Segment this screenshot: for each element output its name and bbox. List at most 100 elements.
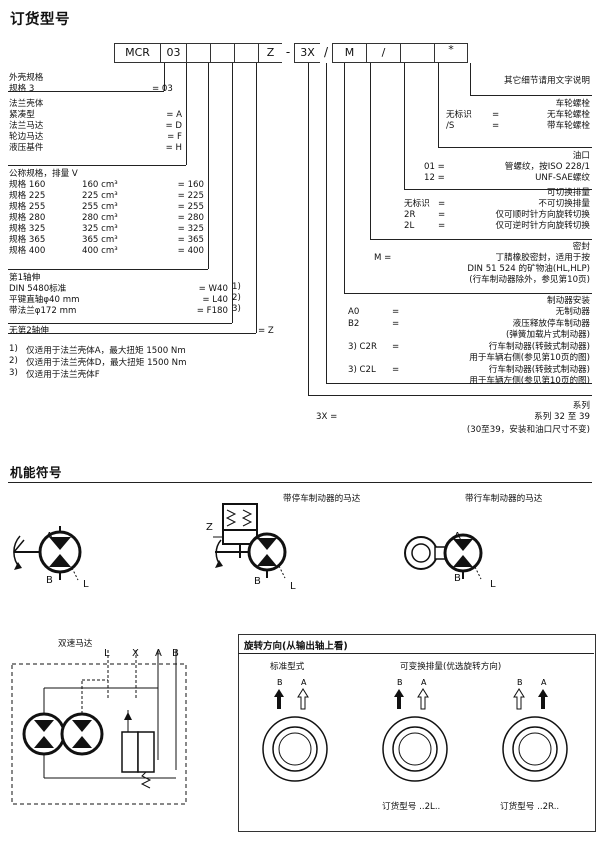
brake-code: 3) C2R xyxy=(348,341,377,352)
rotation-2l-diagram: B A xyxy=(382,678,448,782)
footnote-mark: 2) xyxy=(9,356,18,366)
series-range: 系列 32 至 39 xyxy=(534,412,590,422)
code-box xyxy=(234,43,258,63)
brake-code: A0 xyxy=(348,307,360,317)
brake-desc: 用于车辆左侧(参见第10页的图) xyxy=(469,376,590,386)
footnote-text: 仅适用于法兰壳体A，最大扭矩 1500 Nm xyxy=(26,346,186,356)
displacement-size: 规格 365 xyxy=(9,235,46,245)
motor-symbol xyxy=(13,526,82,581)
compact-label: 紧凑型 xyxy=(9,110,35,120)
displacement-size: 规格 255 xyxy=(9,202,46,212)
brake-desc: 无制动器 xyxy=(555,307,590,317)
svg-text:A: A xyxy=(301,678,307,687)
symbols-title: 机能符号 xyxy=(10,465,63,480)
brake-eq: = xyxy=(392,364,400,375)
displacement-size: 规格 400 xyxy=(9,246,46,256)
series-heading: 系列 xyxy=(572,401,590,411)
dual-speed-motor-diagram xyxy=(11,650,187,805)
brake-desc: 行车制动器(转鼓式制动器) xyxy=(488,364,590,375)
hydraulic-base-code: = H xyxy=(165,143,182,153)
rotation-panel xyxy=(238,634,596,832)
rotation-2r-diagram: B A xyxy=(502,678,568,782)
brake-desc: 行车制动器(转鼓式制动器) xyxy=(488,341,590,352)
switch-eq: = xyxy=(438,210,446,220)
code-box-z: Z xyxy=(258,43,282,63)
variable-type-label: 可变换排量(优选旋转方向) xyxy=(400,662,502,672)
switch-desc: 仅可逆时针方向旋转切换 xyxy=(495,221,590,231)
rotation-title: 旋转方向(从输出轴上看) xyxy=(244,641,348,652)
size-3-code: = 03 xyxy=(152,84,173,94)
port-a-label: A xyxy=(46,531,53,542)
brake-desc: 用于车辆右侧(参见第10页的图) xyxy=(469,353,590,363)
service-brake-motor-symbol xyxy=(404,533,483,580)
port-b-label: B xyxy=(454,573,461,584)
shaft-type: DIN 5480标准 xyxy=(9,284,67,294)
displacement-size: 规格 325 xyxy=(9,224,46,234)
brake-desc: 液压释放停车制动器 xyxy=(512,318,590,329)
wheel-bolt-eq: = xyxy=(492,121,500,131)
wheel-bolt-desc: 带车轮螺栓 xyxy=(547,121,590,131)
shaft-code: = F180 xyxy=(196,306,228,316)
code-slash: / xyxy=(323,45,329,59)
displacement-code: = 225 xyxy=(177,191,204,201)
housing-size-heading: 外壳规格 xyxy=(9,73,44,83)
port-x-label: X xyxy=(132,648,139,659)
port-l-label: L xyxy=(83,579,89,590)
dual-speed-label: 双速马达 xyxy=(58,639,93,649)
shaft-code: = W40 xyxy=(198,284,228,294)
code-box-m: M xyxy=(332,43,366,63)
service-brake-label: 带行车制动器的马达 xyxy=(465,494,543,504)
port-b-label: B xyxy=(254,576,261,587)
shaft-heading: 第1轴伸 xyxy=(9,273,41,283)
code-dash: - xyxy=(285,45,291,59)
port-a-label: A xyxy=(254,533,261,544)
brake-desc: (弹簧加载片式制动器) xyxy=(505,330,590,340)
wheel-motor-code: = F xyxy=(167,132,182,142)
seal-code: M = xyxy=(374,253,392,263)
shaft-type: 平键直轴φ40 mm xyxy=(9,295,80,305)
order-2l-label: 订货型号 ..2L.. xyxy=(382,802,441,812)
switch-desc: 不可切换排量 xyxy=(538,199,590,209)
wheel-bolt-code: /S xyxy=(446,121,455,131)
shaft-footnote-ref: 3) xyxy=(232,304,241,314)
flange-housing-heading: 法兰壳体 xyxy=(9,99,44,109)
standard-type-label: 标准型式 xyxy=(270,662,305,672)
code-box-mcr: MCR xyxy=(114,43,160,63)
oil-port-code: 01 = xyxy=(424,162,445,172)
other-details-note: 其它细节请用文字说明 xyxy=(504,76,590,86)
no-second-shaft-label: 无第2轴伸 xyxy=(9,326,49,336)
switch-code: 2L xyxy=(404,221,415,231)
displacement-volume: 400 cm³ xyxy=(82,246,118,256)
port-a-label: A xyxy=(155,648,162,659)
port-a-label: A xyxy=(454,531,461,542)
code-box-03: 03 xyxy=(160,43,186,63)
shaft-code: = L40 xyxy=(202,295,228,305)
code-box-star: * xyxy=(434,43,468,63)
brake-code: 3) C2L xyxy=(348,364,376,375)
parking-brake-motor-symbol xyxy=(213,503,287,579)
svg-text:B: B xyxy=(397,678,403,687)
code-box-3x: 3X xyxy=(294,43,320,63)
code-box xyxy=(400,43,434,63)
compact-code: = A xyxy=(166,110,182,120)
seal-desc-2: DIN 51 524 的矿物油(HL,HLP) xyxy=(467,264,590,274)
switch-eq: = xyxy=(438,199,446,209)
port-b-label: B xyxy=(172,648,179,659)
flange-motor-label: 法兰马达 xyxy=(9,121,44,131)
svg-text:B: B xyxy=(277,678,283,687)
port-l-label: L xyxy=(104,648,110,659)
footnote-text: 仅适用于法兰壳体F xyxy=(26,370,100,380)
no-second-shaft-code: = Z xyxy=(258,326,274,336)
brake-eq: = xyxy=(392,341,400,352)
wheel-motor-label: 轮边马达 xyxy=(9,132,44,142)
oil-port-heading: 油口 xyxy=(572,151,590,161)
brake-heading: 制动器安装 xyxy=(547,296,590,306)
seal-desc-3: (行车制动器除外，参见第10页) xyxy=(469,275,590,285)
port-l-label: L xyxy=(290,581,296,592)
displacement-heading: 公称规格，排量 V xyxy=(9,169,78,179)
footnote-mark: 1) xyxy=(9,344,18,354)
displacement-code: = 365 xyxy=(177,235,204,245)
switch-code: 无标识 xyxy=(404,199,430,209)
hydraulic-base-label: 液压基件 xyxy=(9,143,44,153)
seal-heading: 密封 xyxy=(572,242,590,252)
